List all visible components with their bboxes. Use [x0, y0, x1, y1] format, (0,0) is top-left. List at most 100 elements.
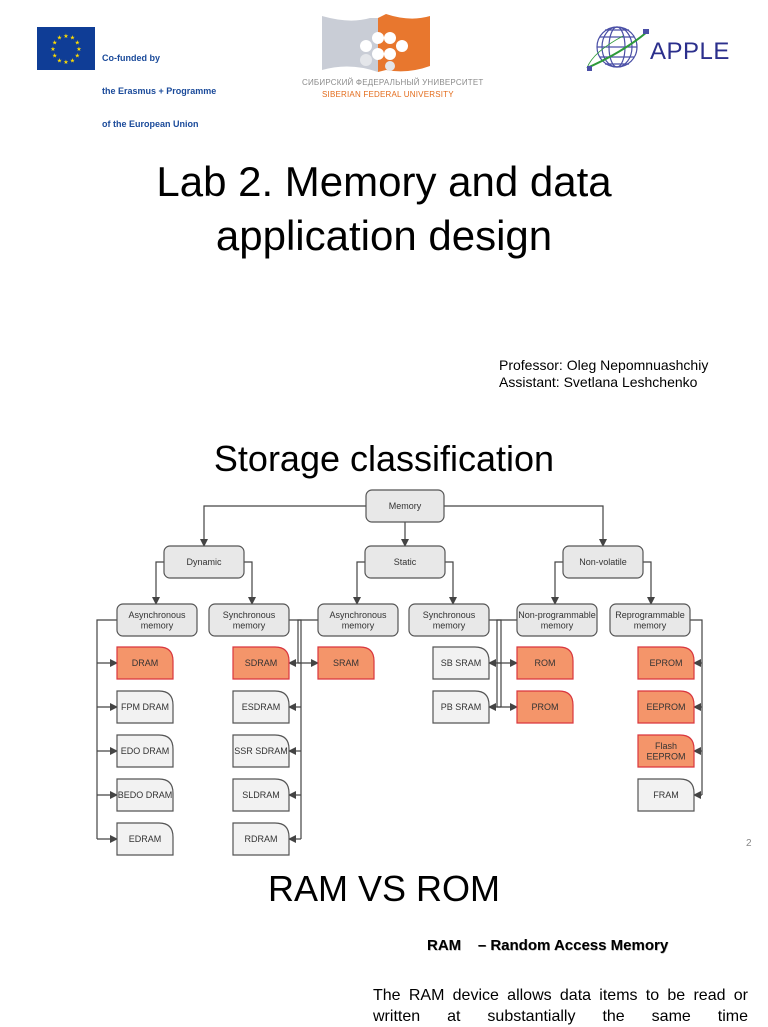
root-node-memory: Memory [365, 489, 445, 523]
memory-type-pb-sram: PB SRAM [432, 690, 490, 724]
node-label: SRAM [333, 658, 359, 668]
bus-line [690, 619, 703, 795]
node-label: FRAM [653, 790, 679, 800]
memory-type-bedo-dram: BEDO DRAM [116, 778, 174, 812]
subgroup-node-box [208, 603, 290, 637]
professor-name: Professor: Oleg Nepomnuashchiy [499, 357, 709, 373]
ram-text-line: written at substantially the same time [373, 1008, 748, 1025]
bus-line [297, 619, 318, 663]
node-label: PROM [532, 702, 559, 712]
memory-type-box [637, 690, 695, 724]
subgroup-node-box [317, 603, 399, 637]
node-label: EPROM [649, 658, 682, 668]
connector-category-subgroup [353, 561, 365, 605]
page-number: 2 [746, 838, 752, 849]
memory-type-fram: FRAM [637, 778, 695, 812]
node-label: Asynchronous [128, 610, 186, 620]
node-label: Static [394, 557, 417, 567]
node-label: FPM DRAM [121, 702, 169, 712]
memory-type-box [116, 734, 174, 768]
node-label: SLDRAM [242, 790, 280, 800]
memory-type-box [116, 646, 174, 680]
node-label: BEDO DRAM [118, 790, 173, 800]
globe-icon [583, 22, 653, 74]
node-label: ROM [535, 658, 556, 668]
eu-star-icon: ★ [75, 53, 80, 60]
node-label: Synchronous [423, 610, 476, 620]
memory-type-sdram: SDRAM [232, 646, 290, 680]
bus-line [496, 619, 517, 707]
eu-cofunded-text: Co-funded by the Erasmus + Programme of … [102, 31, 216, 141]
eu-star-icon: ★ [52, 53, 57, 60]
memory-type-fpm-dram: FPM DRAM [116, 690, 174, 724]
root-node-memory-box [365, 489, 445, 523]
eu-text-line: of the European Union [102, 119, 199, 129]
memory-type-rdram: RDRAM [232, 822, 290, 856]
node-label: Flash [655, 741, 677, 751]
eu-star-icon: ★ [63, 33, 68, 40]
node-label: RDRAM [245, 834, 278, 844]
node-label: EEPROM [646, 751, 685, 761]
title-line-1: Lab 2. Memory and data [156, 158, 612, 205]
node-label: SB SRAM [441, 658, 482, 668]
eu-star-icon: ★ [52, 40, 57, 47]
category-node-static-box [364, 545, 446, 579]
sfu-logo-icon [320, 12, 432, 74]
memory-type-sb-sram: SB SRAM [432, 646, 490, 680]
memory-type-box [637, 734, 695, 768]
memory-type-box [232, 646, 290, 680]
memory-type-sram: SRAM [317, 646, 375, 680]
memory-type-sldram: SLDRAM [232, 778, 290, 812]
memory-type-dram: DRAM [116, 646, 174, 680]
memory-type-eeprom: EEPROM [637, 690, 695, 724]
storage-classification-title: Storage classification [213, 438, 555, 479]
memory-type-box [432, 646, 490, 680]
node-label: EEPROM [646, 702, 685, 712]
memory-type-esdram: ESDRAM [232, 690, 290, 724]
node-label: ESDRAM [242, 702, 281, 712]
memory-type-edram: EDRAM [116, 822, 174, 856]
memory-type-box [116, 778, 174, 812]
memory-type-box [232, 778, 290, 812]
ram-text-line: The RAM device allows data items to be r… [373, 987, 748, 1004]
memory-type-rom: ROM [516, 646, 574, 680]
connector-category-subgroup [551, 561, 563, 605]
memory-type-box [232, 734, 290, 768]
subgroup-node-box [116, 603, 198, 637]
ram-definition-heading: RAM – Random Access Memory [427, 937, 669, 954]
title-line-2: application design [215, 212, 553, 259]
subgroup-node-box [609, 603, 691, 637]
node-label: Memory [389, 501, 422, 511]
connector-category-subgroup [152, 561, 164, 605]
connector-category-subgroup [244, 561, 256, 605]
eu-star-icon: ★ [75, 40, 80, 47]
node-label: memory [141, 620, 174, 630]
assistant-name: Assistant: Svetlana Leshchenko [499, 374, 698, 390]
node-label: memory [433, 620, 466, 630]
node-label: memory [342, 620, 375, 630]
node-label: Non-volatile [579, 557, 627, 567]
eu-star-icon: ★ [50, 46, 55, 53]
bus-line [289, 619, 302, 839]
eu-star-icon: ★ [76, 46, 81, 53]
node-label: Asynchronous [329, 610, 387, 620]
memory-type-box [116, 690, 174, 724]
node-label: EDO DRAM [121, 746, 170, 756]
memory-type-eprom: EPROM [637, 646, 695, 680]
subgroup-node-box [408, 603, 490, 637]
eu-text-line: the Erasmus + Programme [102, 86, 217, 96]
node-label: Reprogrammable [615, 610, 685, 620]
category-node-non-volatile-box [562, 545, 644, 579]
memory-type-box [516, 646, 574, 680]
node-label: Synchronous [223, 610, 276, 620]
node-label: SSR SDRAM [234, 746, 288, 756]
memory-type-ssr-sdram: SSR SDRAM [232, 734, 290, 768]
sfu-name-ru: СИБИРСКИЙ ФЕДЕРАЛЬНЫЙ УНИВЕРСИТЕТ [302, 78, 484, 87]
node-label: PB SRAM [441, 702, 482, 712]
